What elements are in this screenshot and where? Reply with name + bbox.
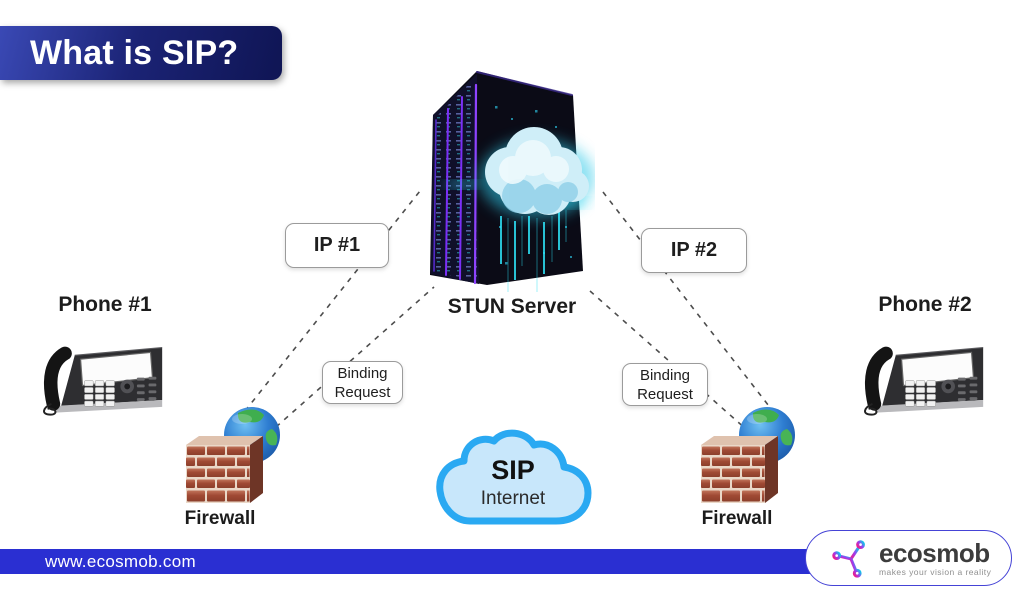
logo-tagline: makes your vision a reality: [879, 566, 992, 577]
stun-server-label: STUN Server: [447, 295, 577, 318]
logo-wordmark: ecosmob: [879, 537, 990, 568]
sip-internet-cloud: SIP Internet: [428, 421, 598, 537]
ip1-label: IP #1: [313, 234, 361, 256]
ecosmob-logo: ecosmob makes your vision a reality: [805, 530, 1012, 586]
ip1-box: IP #1: [285, 223, 389, 268]
ecosmob-logo-icon: [832, 540, 865, 578]
title-banner: What is SIP?: [0, 26, 282, 80]
phone2-label: Phone #2: [878, 293, 972, 316]
firewall2-label: Firewall: [701, 508, 773, 529]
phone1-label: Phone #1: [58, 293, 152, 316]
page-title: What is SIP?: [30, 33, 239, 72]
binding-request2-line2: Request: [637, 385, 693, 403]
phone2-icon: [853, 318, 989, 416]
sip-label: SIP: [491, 455, 535, 485]
ip2-box: IP #2: [641, 228, 747, 273]
binding-request2-line1: Binding: [639, 366, 691, 384]
binding-request2-box: Binding Request: [622, 363, 708, 406]
binding-request1-box: Binding Request: [322, 361, 403, 404]
internet-label: Internet: [480, 488, 546, 509]
phone1-icon: [32, 318, 168, 416]
footer-bar: www.ecosmob.com: [0, 549, 846, 574]
binding-request1-line2: Request: [334, 383, 391, 401]
footer-url: www.ecosmob.com: [45, 551, 196, 571]
binding-request1-line1: Binding: [337, 364, 388, 382]
ip2-label: IP #2: [670, 239, 718, 261]
firewall1-icon: [180, 405, 290, 510]
firewall1-label: Firewall: [184, 508, 256, 529]
stun-server-icon: [415, 66, 595, 296]
firewall2-icon: [695, 405, 805, 510]
cloud-icon: [436, 429, 592, 525]
